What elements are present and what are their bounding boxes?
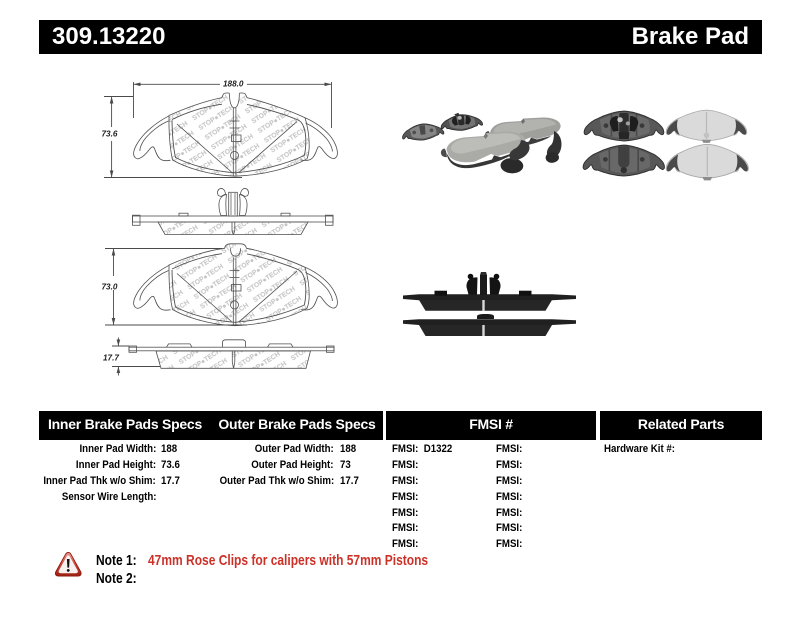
svg-text:17.7: 17.7 [103,354,119,363]
svg-text:73.0: 73.0 [102,283,118,292]
svg-text:188.0: 188.0 [223,80,244,89]
svg-text:73.6: 73.6 [102,130,118,139]
